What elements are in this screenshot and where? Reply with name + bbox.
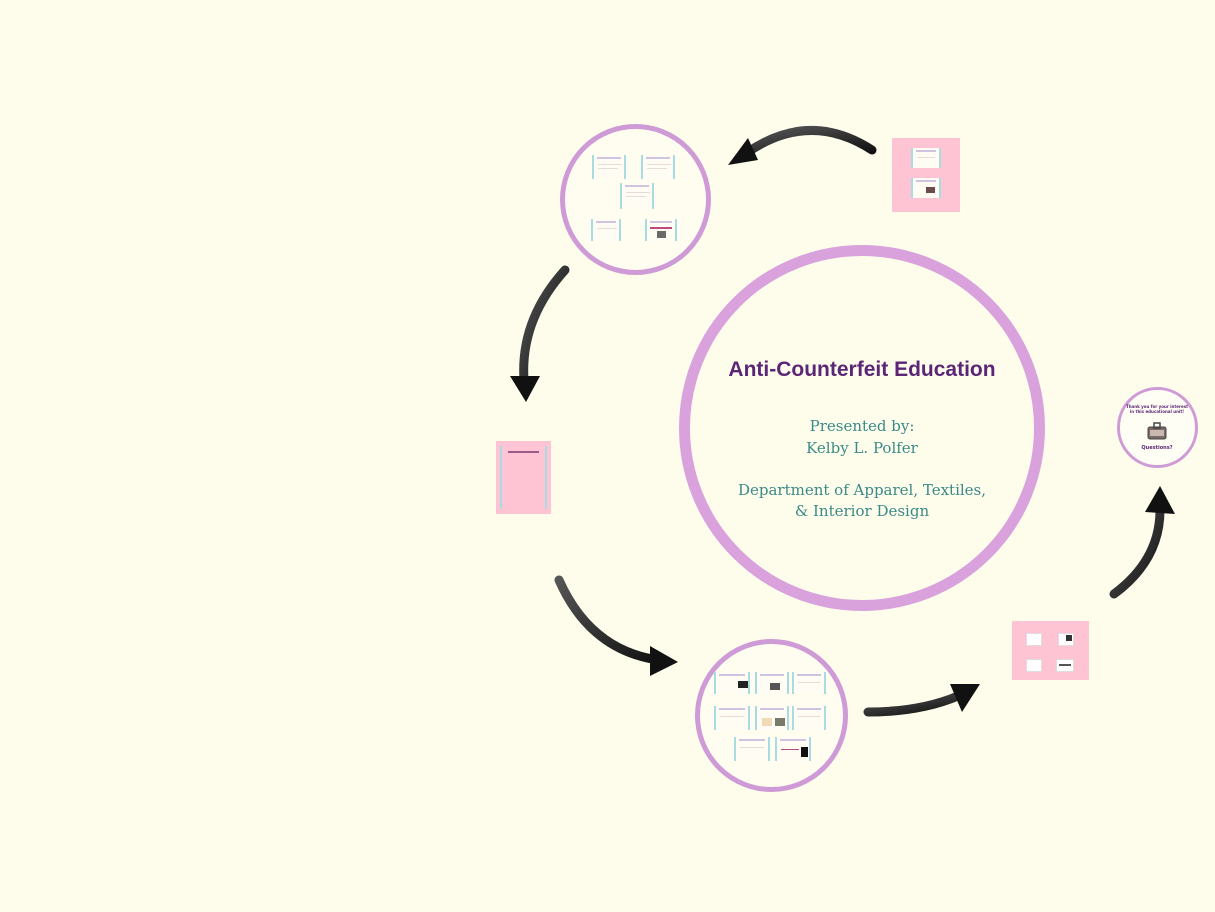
slide-thumbnail[interactable] — [734, 737, 770, 761]
slide-thumbnail[interactable] — [645, 219, 677, 241]
slide-card[interactable] — [496, 441, 551, 514]
main-frame-circle[interactable] — [679, 245, 1045, 611]
arrow-icon — [1109, 486, 1175, 599]
slide-thumbnail[interactable] — [755, 706, 789, 730]
slide-thumbnail[interactable] — [591, 219, 621, 241]
slide-thumbnail[interactable] — [911, 178, 941, 198]
presented-by: Presented by: — [809, 417, 915, 435]
thanks-text: Thank you for your interest in this educ… — [1125, 404, 1188, 414]
slide-group-card[interactable] — [1012, 621, 1089, 680]
slide-thumbnail[interactable] — [755, 672, 789, 694]
slide-group-card[interactable] — [892, 138, 960, 212]
slide-thumbnail[interactable] — [620, 183, 654, 209]
slide-thumbnail[interactable] — [775, 737, 811, 761]
slide-thumbnail[interactable] — [792, 706, 826, 730]
slide-thumbnail[interactable] — [714, 672, 750, 694]
arrow-icon — [728, 126, 877, 165]
department-line-1: Department of Apparel, Textiles, — [737, 481, 987, 499]
slide-thumbnail[interactable] — [911, 148, 941, 168]
slide-thumbnail — [500, 446, 547, 509]
slide-thumbnail[interactable] — [1026, 659, 1042, 672]
suitcase-icon — [1147, 422, 1167, 440]
slide-thumbnail[interactable] — [1058, 633, 1074, 646]
department-line-2: & Interior Design — [794, 502, 930, 520]
presenter-name: Kelby L. Polfer — [806, 439, 918, 457]
slide-thumbnail[interactable] — [1026, 633, 1042, 646]
questions-text: Questions? — [1141, 445, 1173, 451]
slide-thumbnail[interactable] — [714, 706, 750, 730]
arrow-icon — [863, 684, 980, 717]
slide-thumbnail[interactable] — [592, 155, 626, 179]
arrow-icon — [554, 575, 678, 676]
arrow-icon — [510, 265, 570, 402]
slide-thumbnail[interactable] — [1056, 659, 1074, 672]
presentation-title: Anti-Counterfeit Education — [728, 358, 996, 381]
slide-thumbnail[interactable] — [792, 672, 826, 694]
slide-thumbnail[interactable] — [641, 155, 675, 179]
